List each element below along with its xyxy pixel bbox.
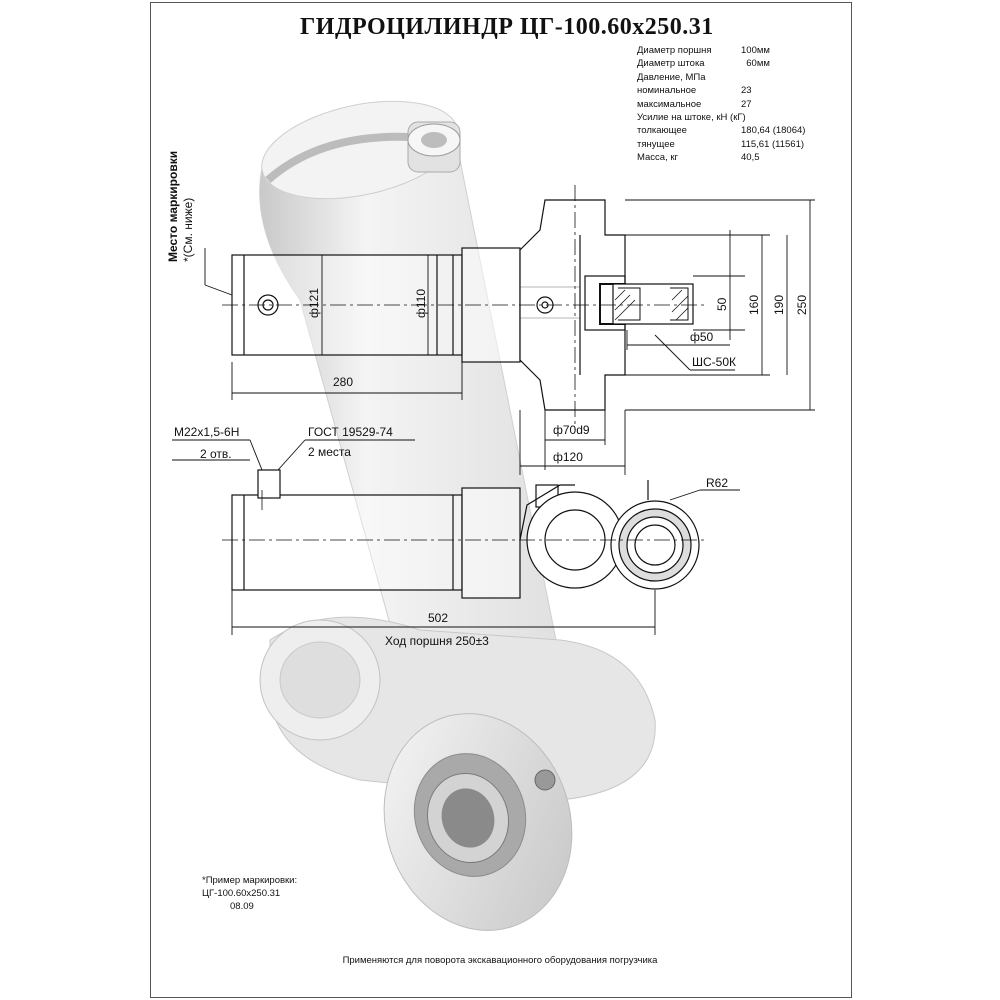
dim-thread: М22х1,5-6Н	[174, 425, 239, 439]
dim-phi50: ф50	[690, 330, 714, 344]
spec-key: номинальное	[637, 85, 697, 97]
spec-row: Диаметр штока 60мм	[637, 57, 842, 70]
marking-example-code: ЦГ-100.60х250.31	[202, 888, 281, 899]
top-view	[222, 185, 705, 430]
dim-holes: 2 отв.	[200, 447, 232, 461]
spec-row: максимальное 27	[637, 98, 842, 111]
spec-row: Диаметр поршня 100мм	[637, 44, 842, 57]
spec-key: максимальное	[637, 98, 702, 110]
spec-value: 180,64 (18064)	[741, 125, 806, 137]
side-view	[222, 469, 705, 599]
spec-value: 40,5	[741, 152, 760, 164]
spec-key: Диаметр штока	[637, 58, 705, 70]
port-fitting	[407, 121, 461, 173]
spec-value	[746, 111, 842, 124]
footer-note: Применяются для поворота экскавационного…	[342, 955, 658, 966]
dim-d121: ф121	[307, 288, 321, 318]
dim-r62: R62	[706, 476, 728, 490]
spec-row: Усилие на штоке, кН (кГ)	[637, 111, 842, 124]
marking-place-note: *(См. ниже)	[181, 197, 195, 262]
spec-key: толкающее	[637, 125, 687, 137]
dim-phi70d9: ф70d9	[553, 423, 590, 437]
marking-example-date: 08.09	[230, 901, 254, 912]
spec-row: тянущее 115,61 (11561)	[637, 138, 842, 151]
dim-places: 2 места	[308, 445, 351, 459]
marking-place-title: Место маркировки	[166, 150, 180, 262]
dimension-labels: ф121 ф110 280 50 160 190 250 ф50 ШС-50К …	[174, 288, 809, 648]
spec-value: 27	[741, 98, 752, 110]
top-dimensions	[204, 199, 815, 475]
spec-key: тянущее	[637, 138, 675, 150]
page-title: ГИДРОЦИЛИНДР ЦГ-100.60х250.31	[300, 14, 714, 40]
side-dimensions	[172, 439, 740, 635]
dim-190: 190	[772, 295, 786, 315]
dim-250: 250	[795, 295, 809, 315]
bottom-eye	[383, 713, 573, 931]
marking-example-heading: *Пример маркировки:	[202, 875, 298, 886]
spec-value: 115,61 (11561)	[741, 138, 805, 150]
spec-value: 100мм	[741, 45, 770, 56]
spec-row: Давление, МПа	[637, 71, 842, 84]
marking-example: *Пример маркировки: ЦГ-100.60х250.31 08.…	[202, 874, 297, 913]
spec-key: Давление, МПа	[637, 71, 706, 83]
spec-row: номинальное 23	[637, 84, 842, 97]
spec-row: толкающее 180,64 (18064)	[637, 124, 842, 137]
spec-key: Усилие на штоке, кН (кГ)	[637, 111, 746, 123]
spec-value: 23	[741, 85, 752, 97]
dim-phi120: ф120	[553, 450, 583, 464]
spec-value: 60мм	[741, 58, 770, 70]
dim-stroke: Ход поршня 250±3	[385, 634, 489, 648]
dim-280: 280	[333, 375, 353, 389]
dim-160: 160	[747, 295, 761, 315]
spec-key: Масса, кг	[637, 152, 678, 164]
spec-row: Масса, кг 40,5	[637, 151, 842, 164]
dim-d110: ф110	[414, 289, 428, 318]
dim-50: 50	[715, 297, 729, 311]
spec-table: Диаметр поршня 100мм Диаметр штока 60мм Д…	[637, 44, 842, 165]
marking-place-label: Место маркировки *(См. ниже)	[166, 151, 196, 262]
spec-value	[741, 71, 842, 84]
dim-gost: ГОСТ 19529-74	[308, 425, 393, 439]
spec-key: Диаметр поршня	[637, 45, 712, 56]
dim-502: 502	[428, 611, 448, 625]
dim-shs50k: ШС-50К	[692, 355, 736, 369]
